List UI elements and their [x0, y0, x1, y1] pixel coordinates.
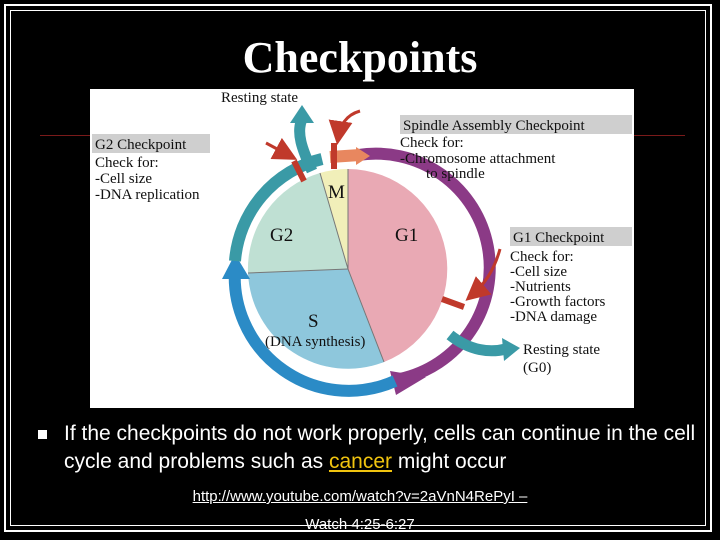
g1-sector: [348, 169, 448, 362]
spindle-header: Spindle Assembly Checkpoint: [403, 118, 585, 134]
g2-header: G2 Checkpoint: [95, 137, 187, 153]
resting-bottom-arrowhead: [502, 338, 520, 361]
phase-s-label: S: [308, 311, 319, 332]
g2-pointer-arrow: [265, 137, 298, 160]
spindle-line-3: to spindle: [426, 166, 485, 182]
slide-inner-border: [10, 10, 706, 526]
spindle-header-bg: [400, 115, 632, 134]
resting-bottom-arrow: [446, 330, 508, 357]
g1-header: G1 Checkpoint: [513, 230, 605, 246]
g1-line-2: -Cell size: [510, 264, 567, 280]
spindle-line-1: Check for:: [400, 135, 464, 151]
g1-line-3: -Nutrients: [510, 279, 571, 295]
bullet-marker: [38, 430, 47, 439]
orange-arrowhead: [356, 147, 370, 165]
cancer-link[interactable]: cancer: [328, 450, 393, 473]
spindle-pointer-arrow: [328, 109, 361, 145]
bullet-text-prefix: If the checkpoints do not work properly,…: [64, 422, 696, 473]
g2-header-bg: [92, 134, 210, 153]
bullet-text: If the checkpoints do not work properly,…: [64, 420, 704, 476]
phase-s-sub-label: (DNA synthesis): [265, 334, 365, 350]
g2-line-2: -Cell size: [95, 171, 152, 187]
g1-line-4: -Growth factors: [510, 294, 606, 310]
g2-sector: [247, 173, 348, 273]
slide-title: Checkpoints: [242, 33, 478, 82]
slide-outer-border: [4, 4, 712, 532]
resting-bottom-line-1: Resting state: [523, 342, 600, 358]
bullet-text-suffix: might occur: [397, 450, 507, 473]
phase-g2-label: G2: [270, 225, 293, 246]
video-url-link[interactable]: http://www.youtube.com/watch?v=2aVnN4ReP…: [192, 488, 528, 505]
resting-top-label: Resting state: [221, 90, 298, 106]
blue-arc: [228, 268, 398, 397]
g1-header-bg: [510, 227, 632, 246]
g1-pointer-arrow: [465, 248, 502, 301]
sector-dividers: [247, 169, 385, 363]
g1-checkpoint-bar: [440, 296, 466, 310]
g1-line-5: -DNA damage: [510, 309, 597, 325]
g2-checkpoint-bar: [291, 159, 307, 183]
cell-cycle-svg: Resting state G2 Checkpoint Check for: -…: [92, 90, 632, 397]
g1-line-1: Check for:: [510, 249, 574, 265]
resting-top-arrowhead: [290, 105, 314, 123]
s-sector: [248, 269, 384, 369]
video-time-link[interactable]: Watch 4:25-6:27: [305, 516, 415, 533]
phase-m-label: M: [328, 182, 345, 203]
purple-arc: [357, 147, 496, 385]
cell-cycle-diagram: Resting state G2 Checkpoint Check for: -…: [90, 89, 634, 408]
phase-g1-label: G1: [395, 225, 418, 246]
blue-arc-arrowhead: [222, 254, 250, 279]
video-link-line-2: Watch 4:25-6:27: [0, 515, 720, 535]
video-link-line-1: http://www.youtube.com/watch?v=2aVnN4ReP…: [0, 487, 720, 507]
g2-line-1: Check for:: [95, 155, 159, 171]
purple-arc-arrowhead: [390, 371, 426, 395]
g2-line-3: -DNA replication: [95, 187, 200, 203]
spindle-line-2: -Chromosome attachment: [400, 151, 556, 167]
resting-bottom-line-2: (G0): [523, 360, 551, 376]
